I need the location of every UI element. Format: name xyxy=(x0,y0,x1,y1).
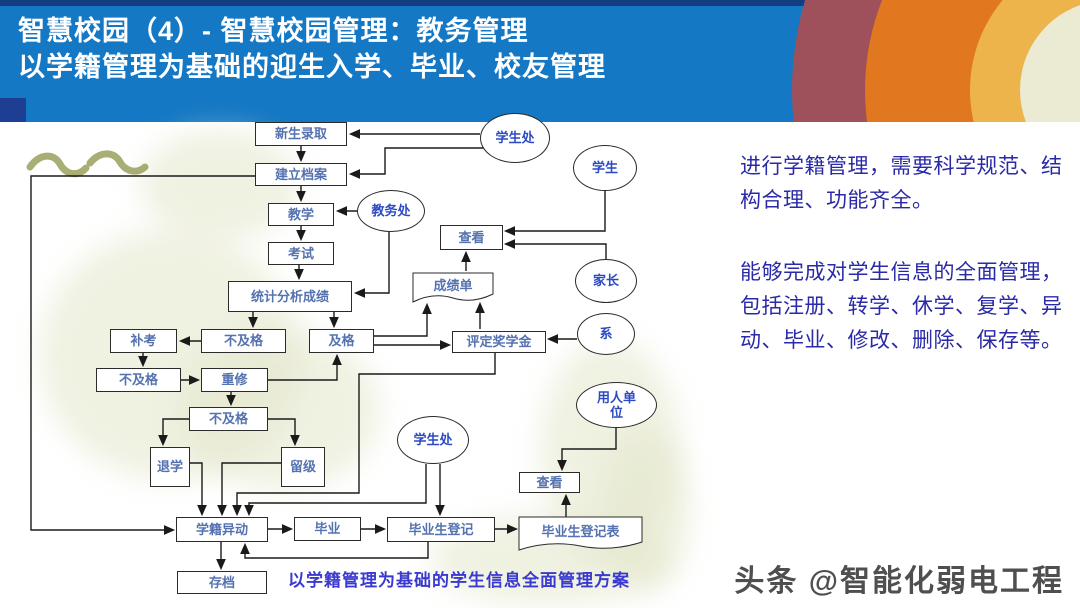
edge-jige-to-chengjidan xyxy=(374,302,432,337)
node-tuixue: 退学 xyxy=(150,447,190,487)
edge-jianli-dangan-to-xueji-yidong xyxy=(30,175,255,535)
node-kaoshi: 考试 xyxy=(268,242,334,265)
node-bukao: 补考 xyxy=(110,329,177,353)
edge-xueshengchu-top-to-jianli-dangan xyxy=(348,147,486,179)
slide-title-line2: 以学籍管理为基础的迎生入学、毕业、校友管理 xyxy=(18,52,606,82)
node-jiaowuchu: 教务处 xyxy=(357,190,425,232)
navy-corner-square xyxy=(0,98,26,122)
edge-bujige-3-to-liuji xyxy=(268,418,300,447)
node-chengjidan: 成绩单 xyxy=(433,278,473,293)
node-shape-chengjidan xyxy=(412,272,494,303)
edge-xuesheng-to-chakan-top xyxy=(503,191,606,236)
slide-title-line1: 智慧校园（4）- 智慧校园管理：教务管理 xyxy=(18,16,529,46)
diagram-caption: 以学籍管理为基础的学生信息全面管理方案 xyxy=(288,571,630,590)
node-chakan-bottom: 查看 xyxy=(519,472,580,493)
edge-bujige-3-to-tuixue xyxy=(158,418,189,447)
node-biyesheng-dengjibiao: 毕业生登记表 xyxy=(541,524,620,539)
node-yongren-danwei: 用人单位 xyxy=(576,382,657,428)
node-shape-biyesheng-dengjibiao xyxy=(518,516,643,551)
edge-jiaowuchu-to-tongji-fenxi-chengji xyxy=(353,232,390,298)
node-liuji: 留级 xyxy=(281,447,325,487)
node-jiaoxue: 教学 xyxy=(268,203,334,226)
edge-yongren-danwei-to-chakan-bottom xyxy=(557,428,617,472)
edge-liuji-to-xueji-yidong xyxy=(217,462,281,517)
node-bujige-2: 不及格 xyxy=(96,368,181,392)
node-biye: 毕业 xyxy=(294,517,361,541)
node-bujige-1: 不及格 xyxy=(201,329,286,353)
note-text-1: 进行学籍管理，需要科学规范、结构合理、功能齐全。 xyxy=(740,155,1063,212)
edge-tuixue-to-xueji-yidong xyxy=(190,462,207,517)
node-biyesheng-dengji: 毕业生登记 xyxy=(387,517,495,542)
edge-xueshengchu-bottom-to-xueji-yidong xyxy=(244,464,427,517)
top-accent-strip xyxy=(0,0,1080,6)
watermark-blob xyxy=(600,430,690,590)
node-jianli-dangan: 建立档案 xyxy=(255,163,347,186)
edge-jiazhang-to-chakan-top xyxy=(503,239,607,259)
edge-chongxiu-to-jige xyxy=(268,353,342,381)
branch-watermark-icon xyxy=(26,150,149,178)
edge-biyesheng-dengji-to-xueji-yidong xyxy=(240,542,429,559)
note-text-2: 能够完成对学生信息的全面管理，包括注册、转学、休学、复学、异动、毕业、修改、删除… xyxy=(740,261,1063,352)
slide-header: 智慧校园（4）- 智慧校园管理：教务管理 以学籍管理为基础的迎生入学、毕业、校友… xyxy=(0,0,1080,122)
node-chakan-top: 查看 xyxy=(440,225,503,250)
edge-pingding-jiangxuejin-to-xueji-yidong xyxy=(232,353,496,517)
brand-watermark: 头条 @智能化弱电工程 xyxy=(734,565,1064,598)
node-chongxiu: 重修 xyxy=(201,368,268,392)
node-xinsheng-luqu: 新生录取 xyxy=(255,122,347,146)
node-cundang: 存档 xyxy=(177,571,267,594)
node-xueshengchu-bottom: 学生处 xyxy=(397,416,469,464)
node-xi: 系 xyxy=(577,313,635,355)
node-xueshengchu-top: 学生处 xyxy=(480,113,550,163)
node-xueji-yidong: 学籍异动 xyxy=(176,517,268,542)
node-xuesheng: 学生 xyxy=(573,145,637,191)
node-jiazhang: 家长 xyxy=(575,259,637,303)
node-tongji-fenxi-chengji: 统计分析成绩 xyxy=(228,281,352,312)
node-jige: 及格 xyxy=(309,329,374,353)
slide-title: 智慧校园（4）- 智慧校园管理：教务管理 以学籍管理为基础的迎生入学、毕业、校友… xyxy=(18,13,606,85)
node-bujige-3: 不及格 xyxy=(189,407,268,431)
node-pingding-jiangxuejin: 评定奖学金 xyxy=(452,331,546,353)
